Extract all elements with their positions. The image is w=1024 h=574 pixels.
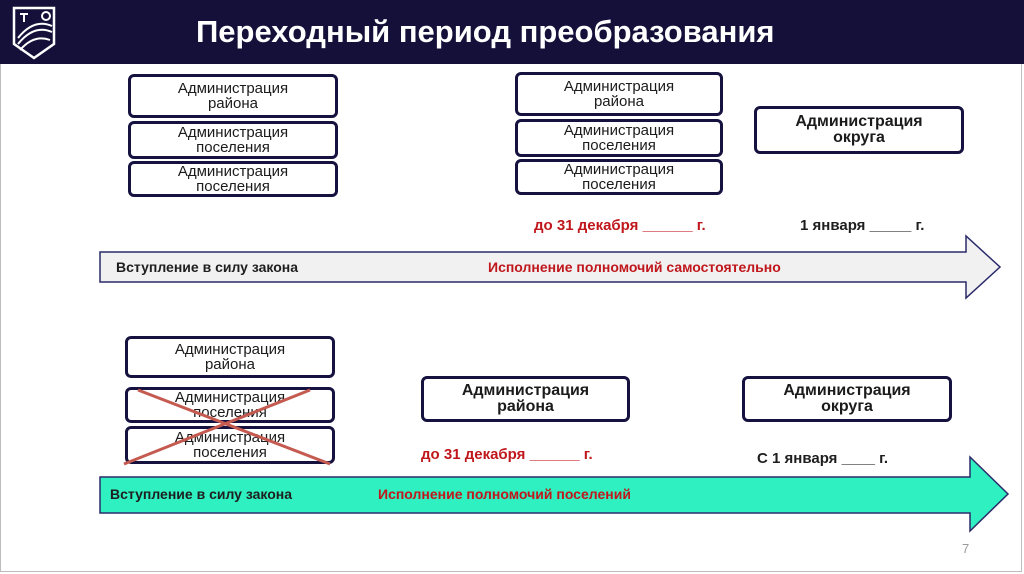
s1-arrow-law-label: Вступление в силу закона (116, 259, 299, 275)
s1-mid-box-settlement-2: Администрация поселения (515, 159, 723, 195)
s2-timeline-arrow (99, 455, 1010, 533)
box-label: Администрация поселения (174, 389, 286, 421)
logo-icon (12, 6, 56, 60)
s2-arrow-law-label: Вступление в силу закона (110, 486, 293, 502)
box-label: Администрация района (461, 382, 590, 415)
s2-left-box-settlement-2: Администрация поселения (125, 426, 335, 464)
s1-mid-box-settlement-1: Администрация поселения (515, 119, 723, 157)
s1-left-box-settlement-2: Администрация поселения (128, 161, 338, 197)
content-frame (0, 64, 1022, 572)
s1-right-box-okrug: Администрация округа (754, 106, 964, 154)
box-label: Администрация района (177, 80, 289, 112)
s2-date-deadline: до 31 декабря ______ г. (421, 446, 593, 463)
s1-timeline-arrow (99, 234, 1002, 300)
box-label: Администрация поселения (177, 163, 289, 195)
cross-out-icon (123, 388, 331, 466)
s1-arrow-powers-label: Исполнение полномочий самостоятельно (488, 259, 781, 275)
box-label: Администрация поселения (563, 161, 675, 193)
s2-right-box-okrug: Администрация округа (742, 376, 952, 422)
box-label: Администрация округа (783, 382, 911, 415)
s2-date-start: С 1 января ____ г. (757, 450, 889, 467)
s1-left-box-district: Администрация района (128, 74, 338, 118)
page-title: Переходный период преобразования (196, 14, 775, 49)
box-label: Администрация поселения (177, 124, 289, 156)
header-bar: Переходный период преобразования (0, 0, 1024, 64)
s1-mid-box-district: Администрация района (515, 72, 723, 116)
box-label: Администрация района (174, 341, 286, 373)
s1-date-start: 1 января _____ г. (800, 217, 925, 234)
box-label: Администрация поселения (563, 122, 675, 154)
page-number: 7 (962, 541, 970, 556)
s2-left-box-district: Администрация района (125, 336, 335, 378)
s2-mid-box-district: Администрация района (421, 376, 630, 422)
s1-left-box-settlement-1: Администрация поселения (128, 121, 338, 159)
box-label: Администрация района (563, 78, 675, 110)
box-label: Администрация округа (795, 113, 923, 146)
s2-arrow-powers-label: Исполнение полномочий поселений (378, 486, 631, 502)
s1-date-deadline: до 31 декабря ______ г. (534, 217, 706, 234)
